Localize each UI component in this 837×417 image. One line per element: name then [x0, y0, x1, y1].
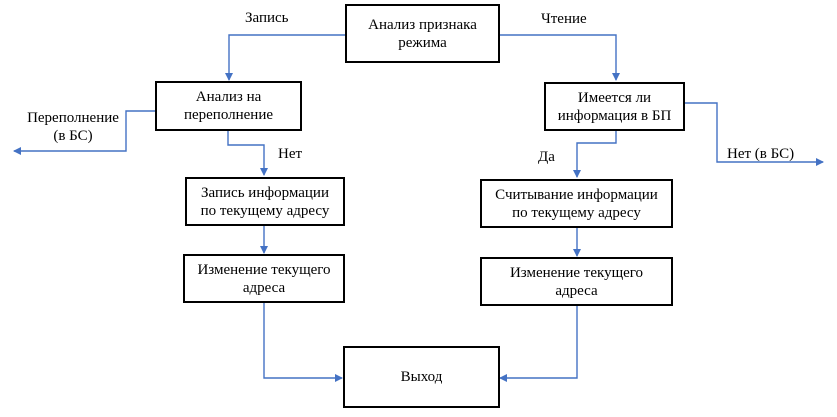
arrow-mode-to-overflow	[225, 34, 345, 81]
box-read-info: Считывание информации по текущему адресу	[480, 179, 673, 228]
label-overflow-bs-line-2: (в БС)	[53, 128, 93, 144]
box-change-address-left: Изменение текущего адреса	[183, 254, 345, 303]
label-no-bs: Нет (в БС)	[727, 146, 795, 162]
arrow-has-info-to-bs	[685, 102, 824, 166]
box-has-info-line-1: Имеется ли	[577, 89, 652, 106]
box-overflow-analysis: Анализ на переполнение	[155, 81, 302, 131]
box-has-info: Имеется ли информация в БП	[544, 82, 685, 131]
box-mode-analysis-line-2: режима	[398, 34, 447, 51]
box-mode-analysis-line-1: Анализ признака	[368, 16, 477, 33]
box-read-info-line-1: Считывание информации	[495, 186, 658, 203]
box-overflow-analysis-line-2: переполнение	[183, 107, 274, 123]
box-change-address-left-line-2: адреса	[242, 279, 286, 296]
box-exit: Выход	[343, 346, 500, 408]
label-yes-right: Да	[538, 149, 555, 165]
label-write: Запись	[245, 10, 289, 26]
label-overflow-bs: Переполнение (в БС)	[18, 109, 128, 145]
box-read-info-line-2: по текущему адресу	[512, 204, 641, 221]
box-change-address-right: Изменение текущего адреса	[480, 257, 673, 306]
box-change-address-right-line-2: адреса	[555, 282, 598, 299]
box-exit-label: Выход	[400, 369, 443, 385]
box-write-info-line-1: Запись информации	[201, 184, 329, 201]
arrow-has-info-to-read	[573, 131, 617, 178]
box-change-address-right-line-1: Изменение текущего	[509, 264, 644, 281]
arrow-addr-right-to-exit	[499, 306, 578, 382]
label-read: Чтение	[541, 11, 587, 27]
label-no-left: Нет	[278, 146, 303, 162]
box-has-info-line-2: информация в БП	[557, 107, 672, 124]
box-write-info-line-2: по текущему адресу	[200, 202, 330, 219]
arrow-overflow-to-write	[227, 131, 268, 176]
arrow-mode-to-has-info	[500, 34, 620, 81]
box-overflow-analysis-line-1: Анализ на	[195, 89, 262, 105]
arrow-addr-left-to-exit	[263, 303, 343, 382]
box-change-address-left-line-1: Изменение текущего	[197, 261, 331, 278]
box-mode-analysis: Анализ признака режима	[345, 4, 500, 63]
label-overflow-bs-line-1: Переполнение	[27, 110, 119, 126]
box-write-info: Запись информации по текущему адресу	[185, 177, 345, 226]
arrow-overflow-to-bs	[13, 110, 155, 155]
